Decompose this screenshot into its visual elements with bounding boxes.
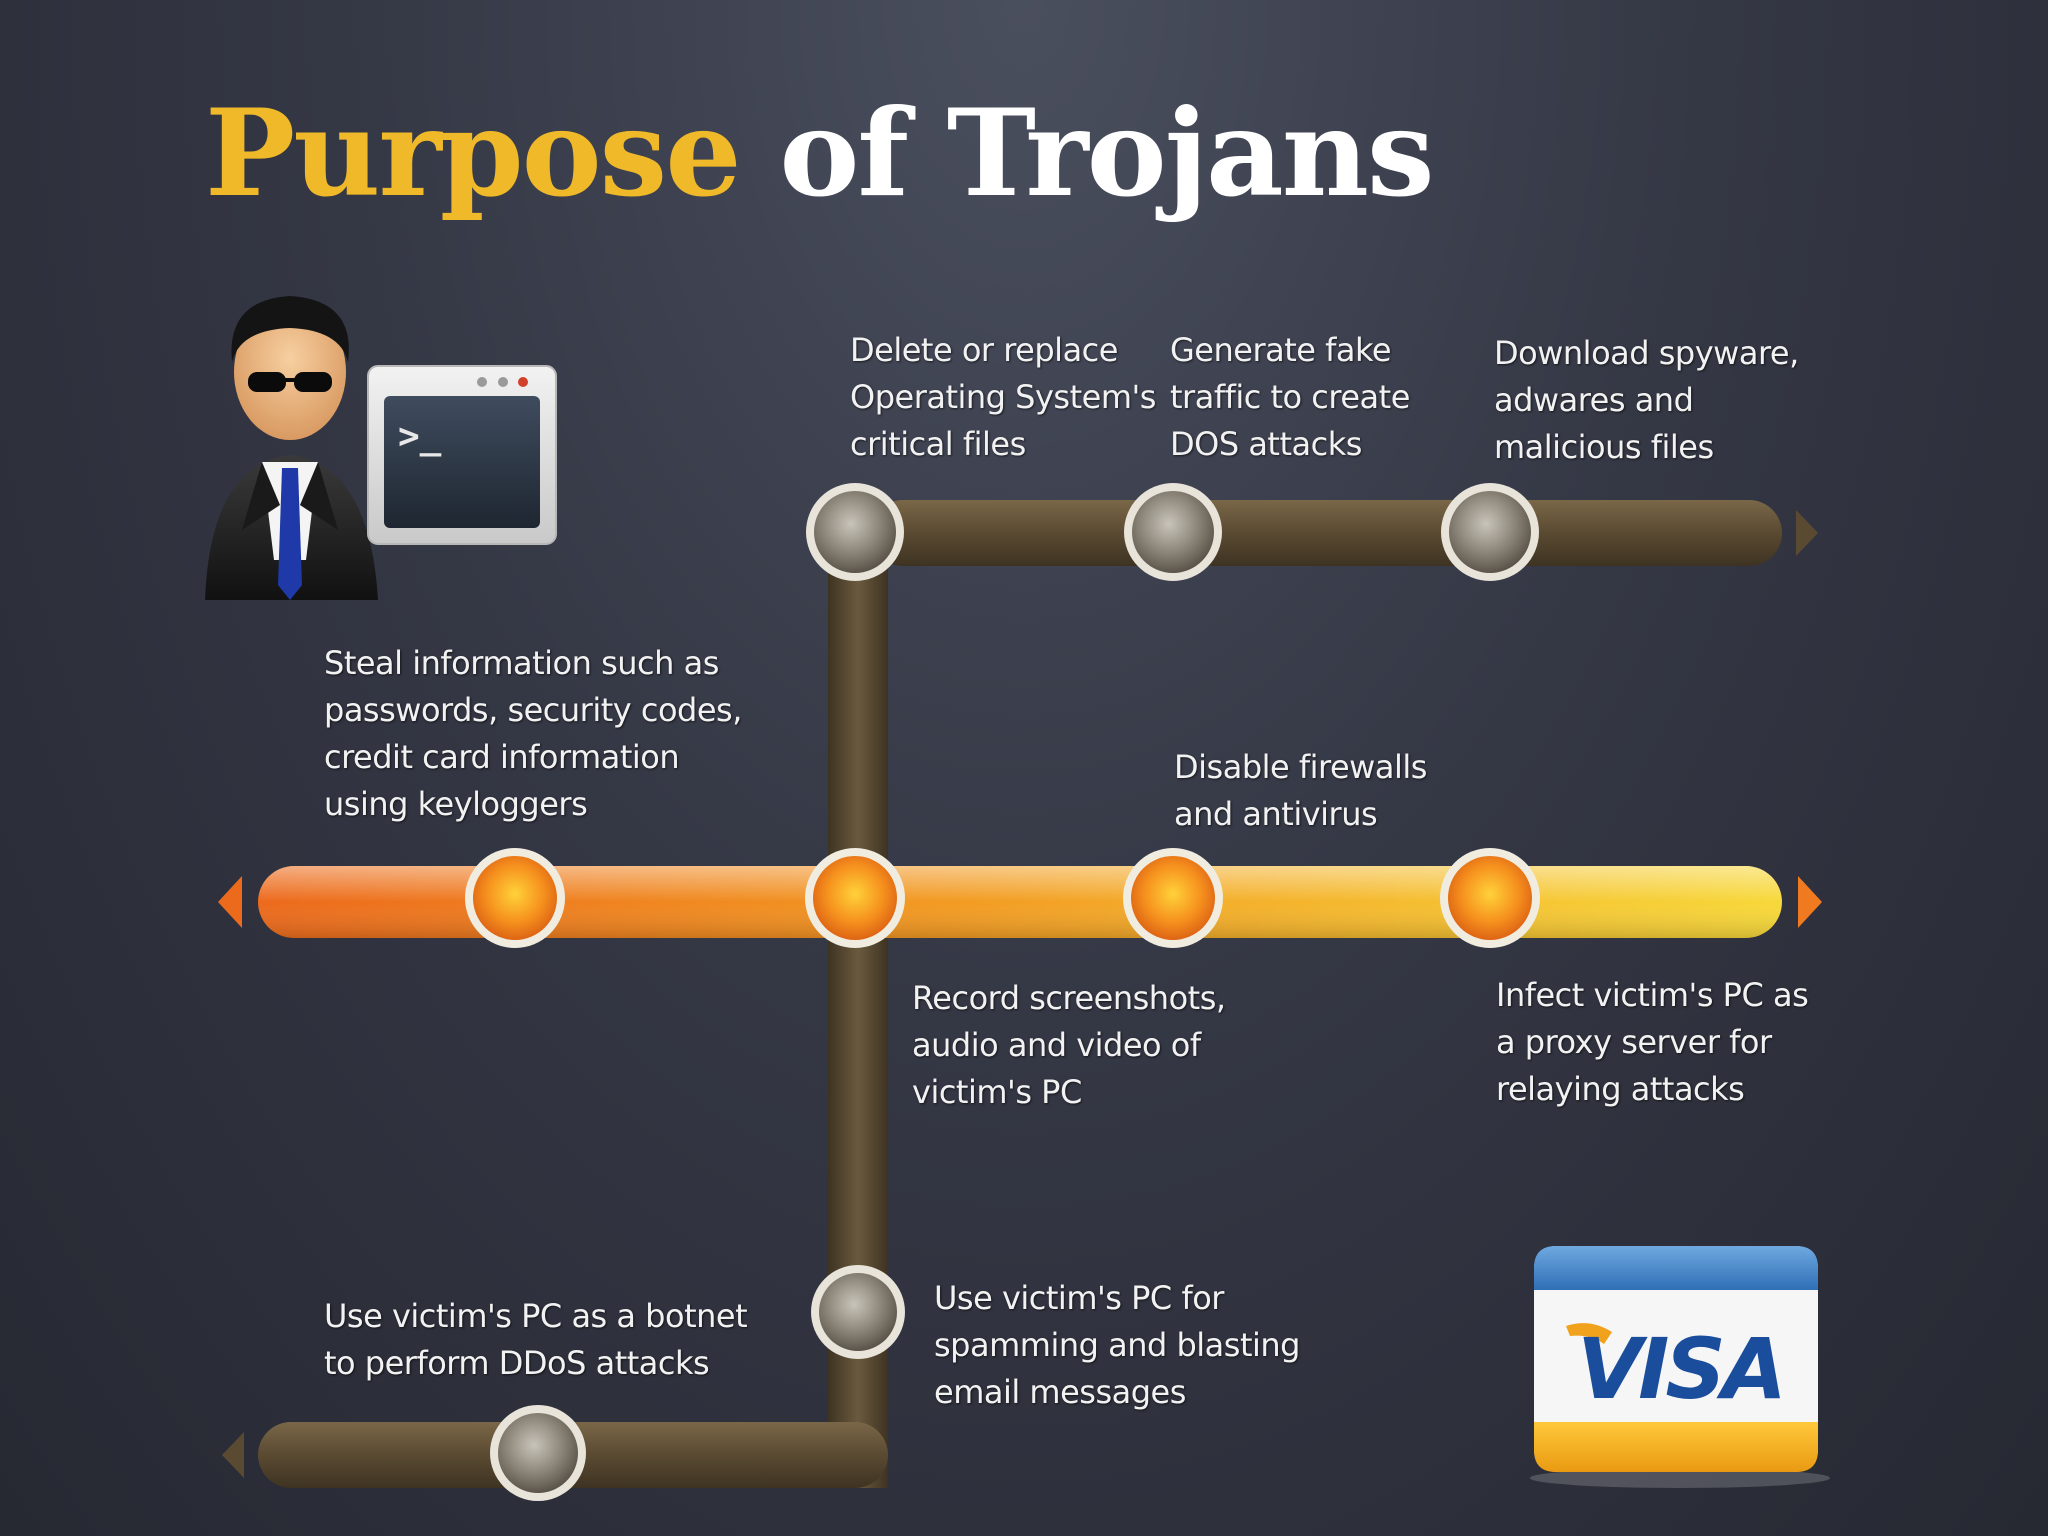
node-disable-firewall <box>1123 848 1223 948</box>
label-proxy: Infect victim's PC as a proxy server for… <box>1496 976 1809 1108</box>
title-rest: of Trojans <box>779 83 1434 224</box>
node-delete-files <box>806 483 904 581</box>
window-maximize-icon <box>498 377 508 387</box>
page-title: Purpose of Trojans <box>205 88 1435 220</box>
middle-track-arrow-right <box>1798 876 1822 928</box>
node-botnet <box>490 1405 586 1501</box>
visa-card-icon: VISA <box>1530 1246 1830 1488</box>
node-fake-traffic <box>1124 483 1222 581</box>
node-steal-info <box>465 848 565 948</box>
terminal-prompt: >_ <box>398 416 442 457</box>
top-track-bar <box>870 500 1782 566</box>
window-minimize-icon <box>477 377 487 387</box>
label-spyware: Download spyware, adwares and malicious … <box>1494 334 1799 466</box>
title-highlight: Purpose <box>205 83 742 224</box>
bottom-track-arrow <box>222 1432 244 1478</box>
node-spam <box>811 1265 905 1359</box>
terminal-window-icon: >_ <box>367 365 557 545</box>
label-fake-traffic: Generate fake traffic to create DOS atta… <box>1170 331 1410 463</box>
top-track <box>870 500 1818 566</box>
label-botnet: Use victim's PC as a botnet to perform D… <box>324 1297 748 1382</box>
middle-track <box>218 866 1822 938</box>
node-proxy <box>1440 848 1540 948</box>
label-record: Record screenshots, audio and video of v… <box>912 979 1226 1111</box>
window-close-icon <box>518 377 528 387</box>
label-spam: Use victim's PC for spamming and blastin… <box>934 1279 1300 1411</box>
label-delete-files: Delete or replace Operating System's cri… <box>850 331 1156 463</box>
label-disable-firewall: Disable firewalls and antivirus <box>1174 748 1427 833</box>
node-record <box>805 848 905 948</box>
hacker-avatar-icon <box>205 296 378 600</box>
card-brand: VISA <box>1577 1320 1783 1418</box>
middle-track-arrow-left <box>218 876 242 928</box>
top-track-arrow <box>1796 510 1818 556</box>
label-steal-info: Steal information such as passwords, sec… <box>324 644 742 823</box>
node-spyware <box>1441 483 1539 581</box>
